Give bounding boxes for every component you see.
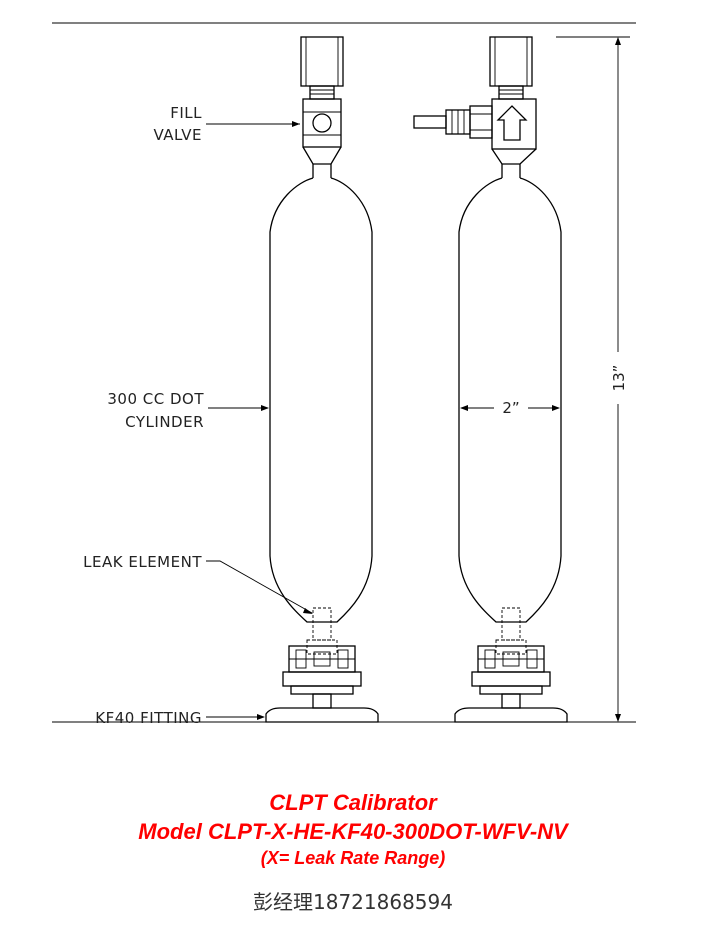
- kf40-fitting-label: KF40 FITTING: [95, 709, 202, 727]
- fill-valve-arrowhead: [292, 121, 300, 127]
- height-dimension-label: 13”: [610, 365, 628, 392]
- right-top-nut: [489, 36, 533, 87]
- right-cylinder-assembly: [413, 36, 568, 723]
- right-side-port-tube: [413, 115, 447, 129]
- left-leak-element: [312, 607, 332, 641]
- cylinder-label-line2: CYLINDER: [125, 413, 204, 431]
- caption-title: CLPT Calibrator: [269, 790, 437, 815]
- fill-valve-label-line1: FILL: [170, 104, 202, 122]
- contact-text: 彭经理18721868594: [253, 890, 453, 914]
- right-leak-element: [501, 607, 521, 641]
- flow-arrow-up-icon: [496, 105, 528, 141]
- right-kf40-flange: [454, 707, 568, 723]
- left-cylinder-body: [269, 177, 373, 623]
- technical-drawing: FILL VALVE 300 CC DOT CYLINDER LEAK ELEM…: [52, 22, 636, 727]
- caption-model: Model CLPT-X-HE-KF40-300DOT-WFV-NV: [138, 819, 568, 844]
- kf40-arrowhead: [257, 714, 265, 720]
- leak-element-label: LEAK ELEMENT: [83, 553, 202, 571]
- left-fill-valve-body: [302, 98, 342, 148]
- right-side-port-nut: [469, 105, 493, 139]
- leak-element-arrowhead: [303, 608, 313, 614]
- left-kf40-flange: [265, 707, 379, 723]
- right-valve-body: [491, 98, 537, 150]
- cylinder-arrowhead: [261, 405, 269, 411]
- caption-note: (X= Leak Rate Range): [260, 848, 446, 868]
- fill-valve-label-line2: VALVE: [153, 126, 202, 144]
- right-cylinder-body: [458, 177, 562, 623]
- cylinder-label-line1: 300 CC DOT: [107, 390, 204, 408]
- left-cylinder-assembly: [265, 36, 379, 723]
- left-valve-knob: [312, 113, 332, 133]
- diameter-dimension-label: 2”: [502, 399, 519, 417]
- leak-element-leader: [206, 560, 313, 614]
- left-top-nut: [300, 36, 344, 87]
